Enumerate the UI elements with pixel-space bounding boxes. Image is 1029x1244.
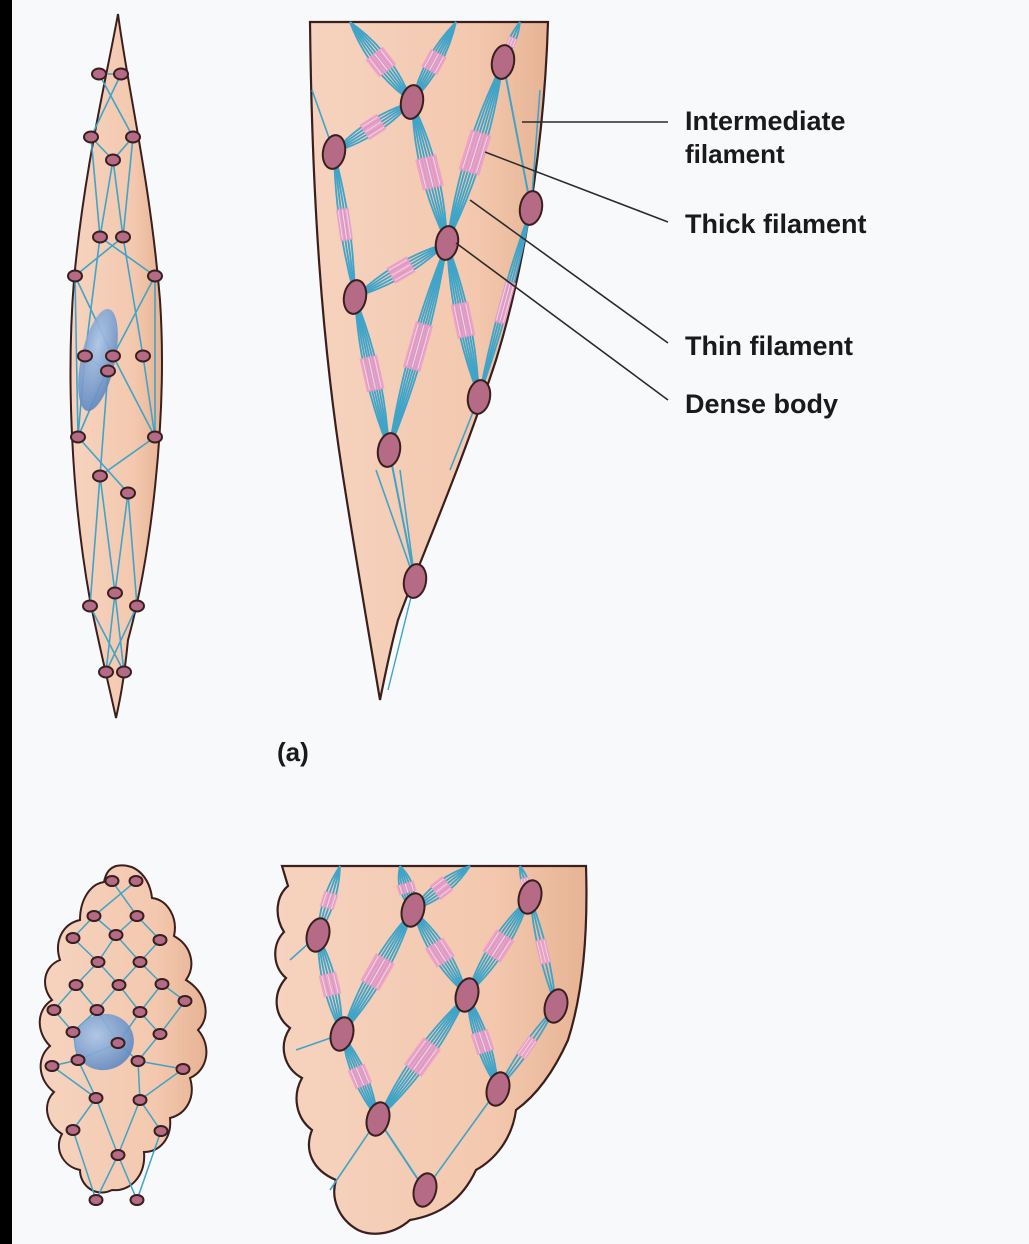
- dense-body: [131, 1195, 144, 1205]
- dense-body: [154, 1029, 167, 1039]
- dense-body: [78, 351, 92, 362]
- dense-body: [90, 1093, 103, 1103]
- relaxed-magnified-body: [310, 22, 548, 700]
- dense-body: [148, 271, 162, 282]
- label-intermediate-filament-line2: filament: [685, 138, 785, 170]
- dense-body: [113, 980, 126, 990]
- dense-body: [108, 588, 122, 599]
- smooth-muscle-diagram: [12, 0, 1029, 1244]
- dense-body: [126, 132, 140, 143]
- relaxed-cell-magnified: [310, 22, 548, 700]
- dense-body: [72, 1055, 85, 1065]
- dense-body: [67, 1027, 80, 1037]
- dense-body: [134, 957, 147, 967]
- dense-body: [177, 1064, 190, 1074]
- label-thin-filament: Thin filament: [685, 330, 853, 362]
- dense-body: [71, 432, 85, 443]
- dense-body: [112, 1150, 125, 1160]
- dense-body: [179, 996, 192, 1006]
- dense-body: [91, 1005, 104, 1015]
- label-dense-body: Dense body: [685, 388, 838, 420]
- dense-body: [110, 930, 123, 940]
- dense-body: [121, 488, 135, 499]
- contracted-cell-overview: [40, 865, 207, 1205]
- dense-body: [130, 876, 143, 886]
- dense-body: [46, 1061, 59, 1071]
- dense-body: [48, 1005, 61, 1015]
- dense-body: [68, 271, 82, 282]
- dense-body: [134, 1095, 147, 1105]
- dense-body: [154, 935, 167, 945]
- dense-body: [88, 911, 101, 921]
- dense-body: [156, 979, 169, 989]
- dense-body: [93, 232, 107, 243]
- dense-body: [83, 601, 97, 612]
- dense-body: [130, 601, 144, 612]
- dense-body: [132, 1056, 145, 1066]
- dense-body: [134, 1007, 147, 1017]
- dense-body: [67, 1125, 80, 1135]
- dense-body: [90, 1195, 103, 1205]
- dense-body: [112, 1038, 125, 1048]
- dense-body: [148, 432, 162, 443]
- dense-body: [116, 232, 130, 243]
- dense-body: [92, 69, 106, 80]
- dense-body: [99, 667, 113, 678]
- dense-body: [155, 1126, 168, 1136]
- dense-body: [84, 132, 98, 143]
- dense-body: [106, 351, 120, 362]
- dense-body: [101, 366, 115, 377]
- label-intermediate-filament-line1: Intermediate: [685, 105, 846, 137]
- panel-label-a: (a): [277, 736, 309, 768]
- dense-body: [106, 155, 120, 166]
- relaxed-cell-overview: [68, 14, 162, 718]
- label-thick-filament: Thick filament: [685, 208, 867, 240]
- dense-body: [106, 876, 119, 886]
- contracted-cell-magnified: [275, 866, 586, 1234]
- dense-body: [67, 933, 80, 943]
- dense-body: [93, 471, 107, 482]
- dense-body: [136, 351, 150, 362]
- figure-page: Intermediate filament Thick filament Thi…: [12, 0, 1029, 1244]
- dense-body: [117, 667, 131, 678]
- dense-body: [92, 957, 105, 967]
- dense-body: [114, 69, 128, 80]
- dense-body: [131, 911, 144, 921]
- dense-body: [70, 980, 83, 990]
